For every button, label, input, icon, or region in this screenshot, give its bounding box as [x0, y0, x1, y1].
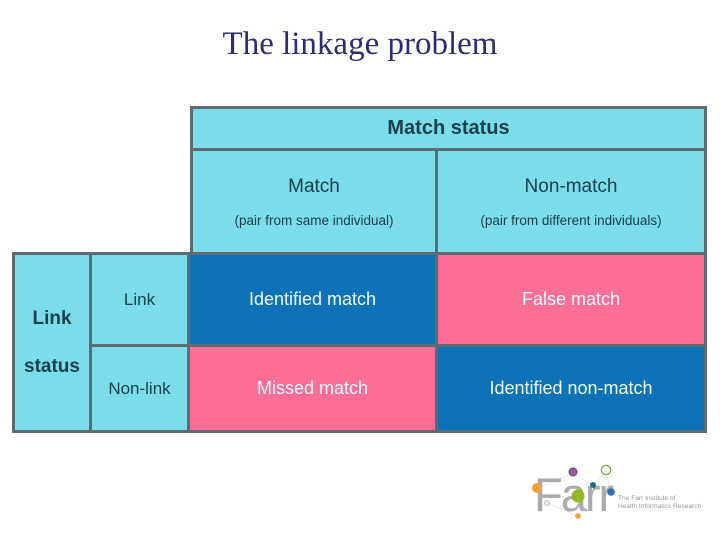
column-header-match: Match (pair from same individual)	[190, 148, 438, 255]
column-header-nonmatch-sublabel: (pair from different individuals)	[480, 212, 662, 228]
logo-small-orange-dot	[575, 513, 581, 519]
logo-purple-dot	[568, 467, 578, 477]
logo-green-dot	[571, 489, 585, 503]
page-title: The linkage problem	[222, 26, 498, 62]
column-header-nonmatch-label: Non-match	[524, 175, 618, 197]
farr-institute-logo: Farr The Farr Institute of Health Inform…	[532, 464, 702, 521]
cell-false-match-label: False match	[521, 289, 621, 309]
row-group-label-link-status: Link status	[12, 252, 92, 433]
row-group-label-line2: status	[24, 355, 80, 377]
cell-missed-match: Missed match	[187, 344, 438, 433]
cell-identified-non-match: Identified non-match	[435, 344, 707, 433]
logo-gray-ring	[544, 500, 550, 506]
row-header-link: Link	[89, 252, 190, 347]
row-header-link-label: Link	[123, 289, 156, 309]
row-group-label-line1: Link	[32, 307, 72, 329]
row-header-nonlink: Non-link	[89, 344, 190, 433]
cell-missed-match-label: Missed match	[256, 378, 369, 398]
logo-text-line2: Health Informatics Research	[618, 503, 702, 510]
column-header-match-sublabel: (pair from same individual)	[234, 212, 394, 228]
cell-identified-match: Identified match	[187, 252, 438, 347]
logo-text-line1: The Farr Institute of	[618, 495, 676, 502]
cell-identified-non-match-label: Identified non-match	[489, 378, 653, 398]
cell-identified-match-label: Identified match	[248, 289, 377, 309]
logo-blue-dot	[607, 488, 615, 496]
match-status-header: Match status	[190, 106, 707, 151]
logo-orange-dot	[532, 483, 542, 493]
logo-green-ring	[600, 464, 612, 476]
row-header-nonlink-label: Non-link	[108, 378, 171, 398]
logo-teal-dot	[590, 482, 596, 488]
column-header-match-label: Match	[288, 175, 340, 197]
cell-false-match: False match	[435, 252, 707, 347]
column-header-nonmatch: Non-match (pair from different individua…	[435, 148, 707, 255]
match-status-header-label: Match status	[387, 117, 510, 139]
